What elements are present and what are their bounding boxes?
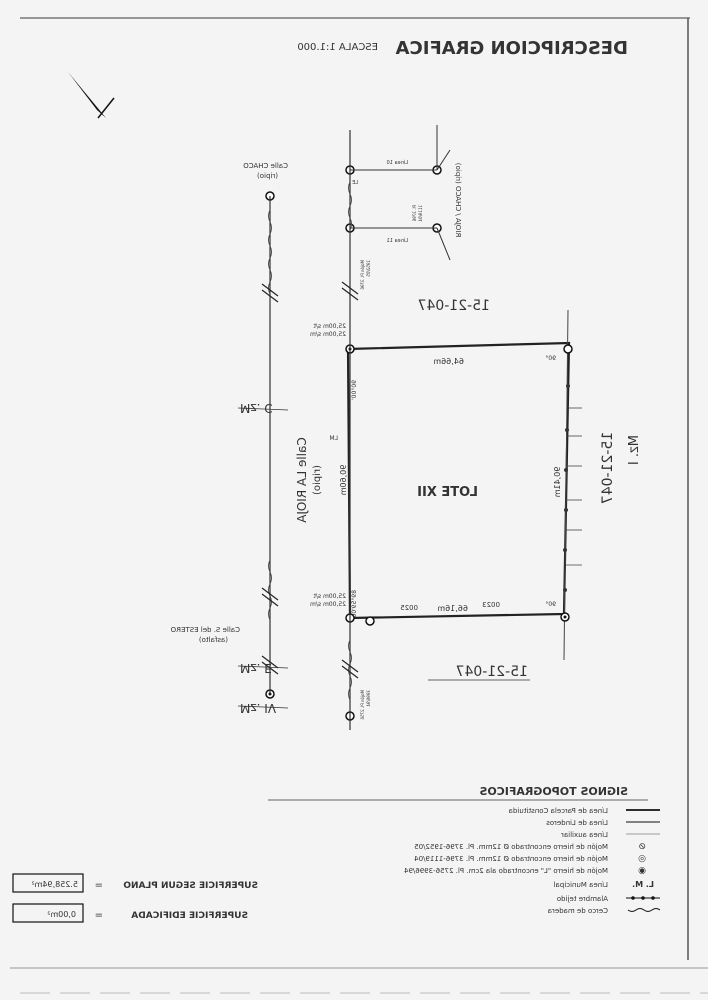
svg-text:Línea auxiliar: Línea auxiliar (561, 831, 608, 839)
annot-top-1: Mojón Pl. 3796 (360, 260, 365, 290)
legend-title: SIGNOS TOPOGRAFICOS (479, 785, 628, 798)
svg-text:Línea Municipal: Línea Municipal (554, 881, 608, 889)
header-title: DESCRIPCION GRAFICA (396, 38, 628, 59)
right-ticks (565, 407, 582, 566)
corner-marker-icon (265, 165, 573, 721)
mz-left: Mz. C (240, 401, 273, 415)
lot-boundary (346, 341, 571, 620)
measure-top-a: 25,00m s/t (313, 323, 346, 330)
measure-bottom-b: 25,00m s/m (310, 601, 346, 608)
street-bottom-sub: (asfalto) (199, 636, 228, 644)
fence-wavy-bottom (268, 559, 272, 621)
top-length: 64,66m (433, 357, 464, 366)
svg-text:Línea de Linderos: Línea de Linderos (546, 819, 608, 827)
linea-label-2: Línea 10 (387, 159, 408, 166)
legend-row-3: ⊘ Mojón de hierro encontrado Ø 12mm. Pl.… (414, 842, 646, 852)
svg-text:Alambre tejido: Alambre tejido (557, 895, 608, 903)
legend-row-1: Línea de Linderos (546, 819, 660, 827)
street-top: Calle CHACO (243, 162, 288, 170)
mz-right: Mz. I (627, 435, 642, 465)
mojon-1952-icon: ⊘ (638, 842, 646, 852)
lot-label: LOTE XII (417, 485, 478, 500)
svg-text:5.258,94m²: 5.258,94m² (31, 880, 78, 889)
mz-left-lower: Mz. E (240, 661, 272, 675)
legend-row-7: Alambre tejido (557, 895, 660, 903)
fence-wavy-lower (348, 639, 352, 701)
street-bottom: Calle S. del ESTERO (170, 626, 240, 634)
mz-bottom-leader (237, 705, 289, 709)
parcel-right: 15-21-047 (600, 432, 616, 504)
parcel-bottom-code: 0023 (482, 601, 500, 609)
top-street-diag-b (436, 149, 451, 171)
parcel-bottom-code-b: 0025 (400, 604, 418, 612)
angle-top-left: 90°00' (351, 380, 358, 400)
mz-left-bottom: Mz. IV (240, 701, 277, 715)
right-lindero (563, 309, 569, 661)
street-main-sub: (ripio) (312, 465, 323, 495)
bottom-length: 66,16m (437, 604, 468, 613)
svg-text:Mojón de hierro "L" encontrado: Mojón de hierro "L" encontrado ala 2cm. … (403, 867, 608, 875)
right-length: 90,41m (553, 467, 562, 498)
measure-top-b: 25,00m s/m (310, 331, 346, 338)
measure-bottom-a: 25,00m s/t (313, 593, 346, 600)
header-scale: ESCALA 1:1.000 (297, 42, 378, 53)
svg-text:SUPERFICIE SEGUN PLANO: SUPERFICIE SEGUN PLANO (123, 881, 258, 891)
right-fence-posts (563, 384, 570, 592)
summary-edificada: SUPERFICIE EDIFICADA = 0,00m² (12, 903, 248, 923)
summary-plano: SUPERFICIE SEGUN PLANO = 5.258,94m² (12, 873, 258, 893)
linea-label: Línea 11 (387, 237, 408, 244)
svg-text:Mojón de hierro encontrado Ø 1: Mojón de hierro encontrado Ø 12mm. Pl. 3… (414, 855, 608, 863)
fence-wavy-mid (348, 181, 352, 231)
annot-top-2: 1952/05 (366, 260, 371, 277)
angle-top-right: 90° (545, 355, 556, 362)
parcel-top: 15-21-047 (418, 298, 490, 314)
legend-row-4: ◎ Mojón de hierro encontrado Ø 12mm. Pl.… (414, 854, 646, 864)
street-right: RIOJA / CHACO (ripio) (454, 163, 462, 238)
annot-top-4: 1119/04 (418, 205, 423, 222)
mojon-l-icon: ◉ (638, 866, 646, 876)
street-top-sub: (ripio) (257, 172, 278, 180)
mojon-1119-icon: ◎ (638, 854, 646, 864)
lm-symbol: L. M. (632, 880, 654, 889)
fence-wavy-top (268, 209, 272, 295)
legend-row-0: Línea de Parcela Constituida (509, 807, 660, 815)
svg-text:Mojón de hierro encontrado Ø 1: Mojón de hierro encontrado Ø 12mm. Pl. 3… (414, 843, 608, 851)
annot-bottom-2: 3996/94 (366, 690, 371, 707)
top-street-diag (436, 227, 451, 261)
legend-row-5: ◉ Mojón de hierro "L" encontrado ala 2cm… (403, 866, 646, 876)
svg-text:0,00m²: 0,00m² (47, 910, 76, 919)
mz-lower-leader (237, 665, 289, 669)
le-label: LE (352, 180, 358, 186)
angle-bottom-left: 89°59'00" (351, 590, 358, 621)
svg-text:SUPERFICIE EDIFICADA: SUPERFICIE EDIFICADA (131, 911, 248, 921)
mz-left-leader (237, 407, 289, 411)
annot-top-3: Pl. 3796 (412, 205, 417, 222)
angle-bottom-right: 90° (545, 601, 556, 608)
svg-text:Cerco de madera: Cerco de madera (548, 907, 608, 915)
break-marks (261, 281, 359, 679)
left-length: 90,60m (339, 465, 348, 496)
svg-text:=: = (95, 910, 103, 921)
parcel-bottom: 15-21-047 (456, 664, 528, 680)
lm-label: LM (329, 435, 338, 442)
annot-bottom-1: Mojón Pl. 2756 (360, 690, 365, 720)
legend-row-8: Cerco de madera (548, 907, 661, 915)
street-main: Calle LA RIOJA (295, 437, 309, 523)
legend-row-6: L. M. Línea Municipal (554, 880, 654, 889)
north-arrow-icon (68, 72, 115, 119)
svg-text:=: = (95, 880, 103, 891)
svg-text:Línea de Parcela Constituida: Línea de Parcela Constituida (509, 807, 608, 815)
legend-row-2: Línea auxiliar (561, 831, 660, 839)
